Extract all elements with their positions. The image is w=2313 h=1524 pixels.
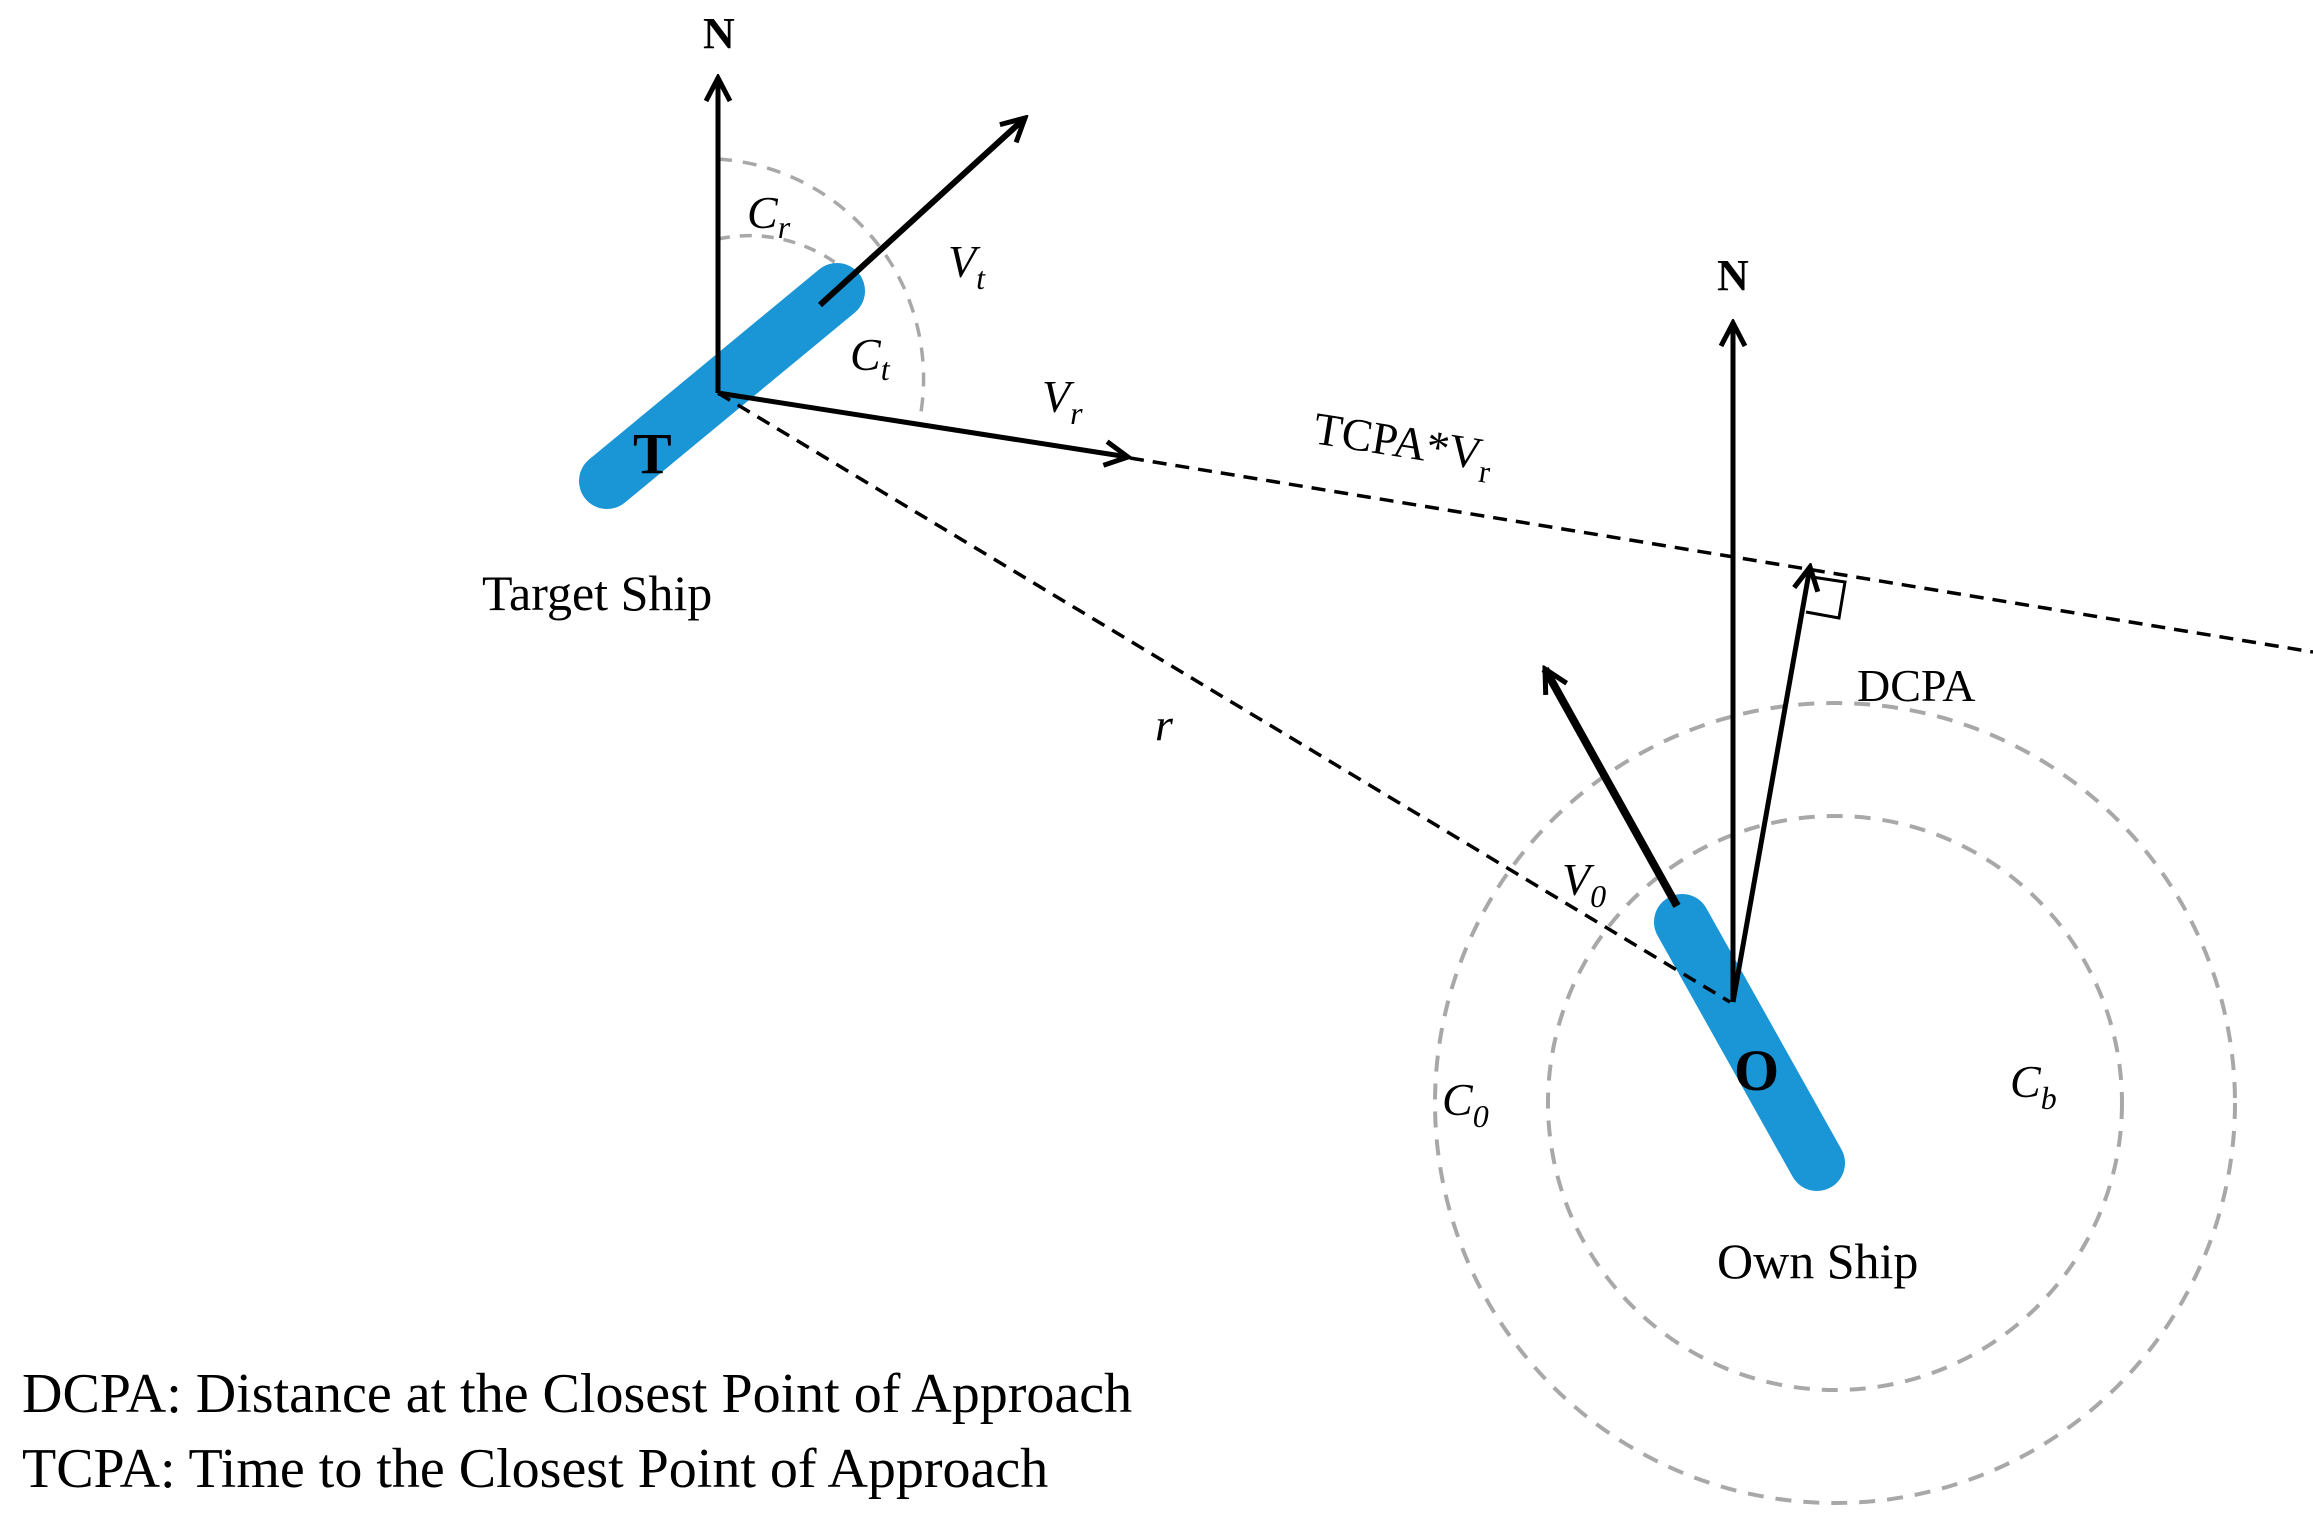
dcpa-label: DCPA: [1857, 660, 1975, 711]
vr-label: Vr: [1042, 371, 1083, 431]
tcpa-label: TCPA*Vr: [1309, 403, 1497, 491]
v0-label: V0: [1562, 854, 1606, 914]
target-angle-arc: [717, 157, 926, 419]
legend-tcpa: TCPA: Time to the Closest Point of Appro…: [22, 1438, 1049, 1500]
tcpa-line: [1129, 456, 2313, 654]
target-letter: T: [633, 421, 672, 486]
vt-label: Vt: [948, 236, 986, 296]
vt-vector: [817, 118, 1025, 308]
own-ship-label: Own Ship: [1717, 1233, 1918, 1289]
own-ship-hull: [1654, 894, 1845, 1191]
ct-label: Ct: [850, 329, 891, 387]
own-letter: O: [1734, 1038, 1779, 1103]
target-ship-hull: [579, 263, 865, 509]
r-label: r: [1155, 699, 1174, 750]
dcpa-vector: [1730, 567, 1810, 1003]
target-ship-label: Target Ship: [482, 565, 712, 621]
inner-safety-circle: [1546, 814, 2124, 1392]
v0-vector: [1541, 669, 1681, 908]
target-north-label: N: [703, 9, 735, 58]
own-north-label: N: [1717, 251, 1749, 300]
right-angle-marker: [1805, 575, 1847, 620]
cr-angle-arc: [717, 233, 847, 272]
legend-dcpa: DCPA: Distance at the Closest Point of A…: [22, 1363, 1133, 1425]
cr-label: Cr: [747, 187, 791, 245]
c0-label: C0: [1442, 1074, 1489, 1134]
cb-label: Cb: [2010, 1056, 2057, 1116]
r-line: [717, 391, 1731, 1004]
outer-safety-circle: [1433, 701, 2237, 1505]
vr-vector: [717, 390, 1128, 457]
